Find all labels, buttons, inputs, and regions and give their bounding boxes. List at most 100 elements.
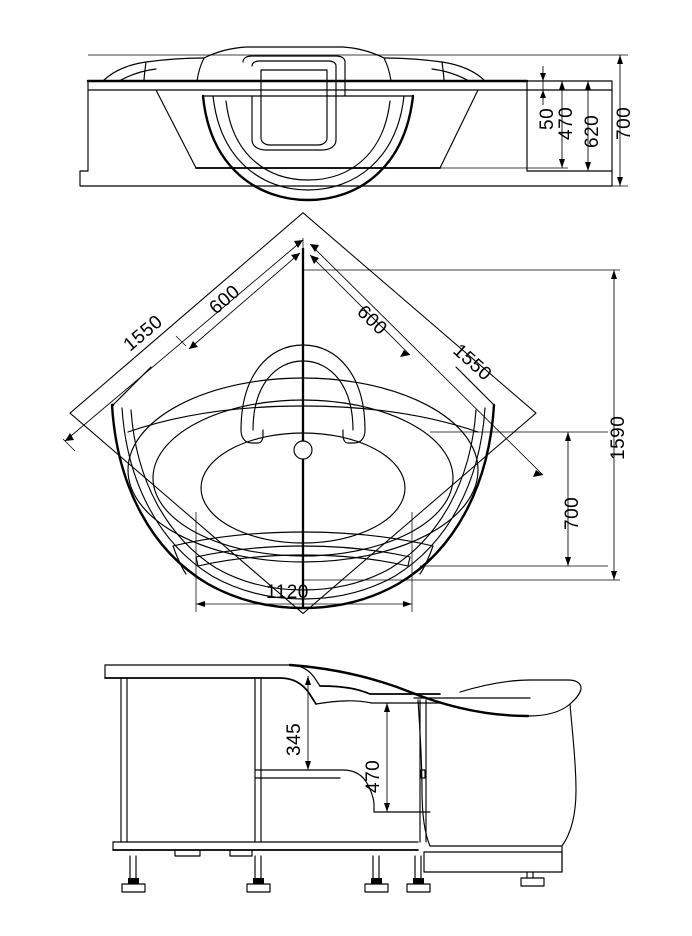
arrow-600-left-b: [189, 341, 198, 349]
dim-label-1590: 1590: [608, 416, 629, 460]
foot-collar-2: [253, 878, 264, 884]
section-divider-detail: [420, 769, 426, 779]
foot-pad-4: [406, 883, 431, 893]
arrow-470-down: [559, 159, 565, 168]
arrow-700-plan-up: [565, 432, 571, 441]
apron-left-edge: [172, 545, 187, 575]
arrow-1590-up: [611, 270, 617, 279]
plan-view: 1550 1550 600 600: [62, 212, 629, 615]
rim-wing-right-inner: [431, 68, 470, 82]
arrow-1590-down: [611, 571, 617, 580]
dim-label-470-section: 470: [363, 760, 384, 793]
headrest-lower: [251, 95, 337, 151]
dim-line-600-right: [309, 254, 411, 356]
dimension-700-front: 700: [88, 54, 635, 187]
foot-collar-3: [371, 878, 382, 884]
dimension-470-section: 470: [363, 703, 390, 812]
arrow-600-right-b: [400, 350, 410, 357]
rim-wing-left-tip: [143, 61, 147, 82]
ext-600-left: [175, 335, 187, 347]
dimension-700-plan: 700: [562, 432, 583, 566]
front-elevation-view: 50 470 620: [79, 46, 635, 202]
rim-right-wall-edge: [455, 366, 495, 406]
arrow-620-up: [585, 81, 591, 90]
section-rim-top-left: [104, 664, 321, 687]
dim-label-1550-left: 1550: [120, 311, 167, 356]
foot-stem-2: [254, 855, 262, 879]
dim-label-600-left: 600: [206, 281, 245, 319]
foot-stem-5: [526, 871, 534, 879]
section-shell-upper-2: [315, 700, 441, 705]
arrow-620-down: [585, 162, 591, 171]
foot-stem-4: [414, 855, 422, 879]
rim-top-arc: [203, 46, 385, 59]
arrow-1550-right-b: [533, 470, 543, 477]
foot-stem-1: [129, 855, 137, 879]
foot-stem-3: [372, 855, 380, 879]
headrest-core: [260, 69, 328, 97]
headrest-outer: [242, 55, 346, 97]
dim-label-700-front: 700: [614, 107, 635, 140]
arrow-50-down: [540, 90, 546, 98]
footprint-diamond: [69, 212, 537, 615]
arrow-470-sect-down: [384, 803, 390, 812]
section-right-rim-cap: [527, 679, 582, 717]
dimension-620: 620: [582, 81, 603, 171]
arrow-1550-right-a: [310, 244, 319, 252]
basin-profile-inner2: [225, 100, 391, 181]
foot-pad-3: [364, 883, 389, 893]
arrow-700-up: [617, 55, 623, 64]
dim-line-600-left: [188, 252, 301, 350]
frame-notch-a: [174, 849, 201, 857]
section-body-right-wall: [561, 703, 577, 873]
foot-collar-4: [413, 878, 424, 884]
dim-label-345: 345: [284, 723, 305, 756]
drain-outlet-circle: [293, 440, 313, 460]
headrest-foot-right: [342, 429, 366, 444]
foot-pad-2: [246, 883, 271, 893]
apron-grab-slot: [195, 545, 411, 567]
foot-pad-1: [121, 883, 146, 893]
arrow-470-up: [559, 81, 565, 90]
arrow-600-left-a: [291, 253, 300, 261]
frame-notch-b: [229, 849, 253, 857]
ext-1550-left-bot: [62, 438, 76, 452]
dimension-1120: 1120: [195, 512, 413, 612]
arrow-1550-left-a: [294, 240, 303, 248]
dimension-600-left: 600: [175, 252, 301, 350]
dim-label-620: 620: [582, 115, 603, 148]
arrow-700-plan-down: [565, 557, 571, 566]
dimension-345: 345: [284, 676, 311, 770]
dim-label-1120: 1120: [266, 582, 309, 603]
section-shell-upper: [319, 685, 441, 695]
dim-line-1550-right: [309, 243, 544, 476]
dim-label-600-right: 600: [353, 301, 391, 339]
arrow-345-down: [305, 761, 311, 770]
arrow-600-right-a: [310, 255, 319, 264]
side-section-view: 345 470: [104, 663, 582, 893]
arrow-50-up: [540, 73, 546, 81]
dimension-50: 50: [500, 66, 558, 130]
section-outer-shell-top: [288, 663, 530, 718]
headrest-lower-inner: [260, 95, 328, 146]
arrow-1120-right: [403, 601, 412, 607]
rim-wing-left-inner: [118, 68, 157, 82]
base-plinth: [79, 170, 613, 187]
basin-profile-outer: [201, 94, 415, 202]
headrest-inner: [251, 60, 337, 97]
arrow-1120-left: [196, 601, 205, 607]
apron-right-edge: [419, 545, 434, 575]
arrow-700-down: [617, 177, 623, 186]
dimension-1550-left: 1550: [62, 238, 304, 452]
arrow-1550-left-b: [65, 433, 74, 441]
section-rim-under-left: [104, 677, 317, 705]
arrow-470-sect-up: [384, 703, 390, 712]
arrow-345-up: [305, 676, 311, 685]
section-right-rim-curve: [459, 679, 531, 693]
section-seat-step: [254, 769, 375, 813]
rim-right-extension: [526, 80, 613, 172]
foot-collar-1: [128, 878, 139, 884]
dimension-1590: 1590: [608, 270, 629, 580]
dimension-470-front: 470: [440, 81, 577, 169]
